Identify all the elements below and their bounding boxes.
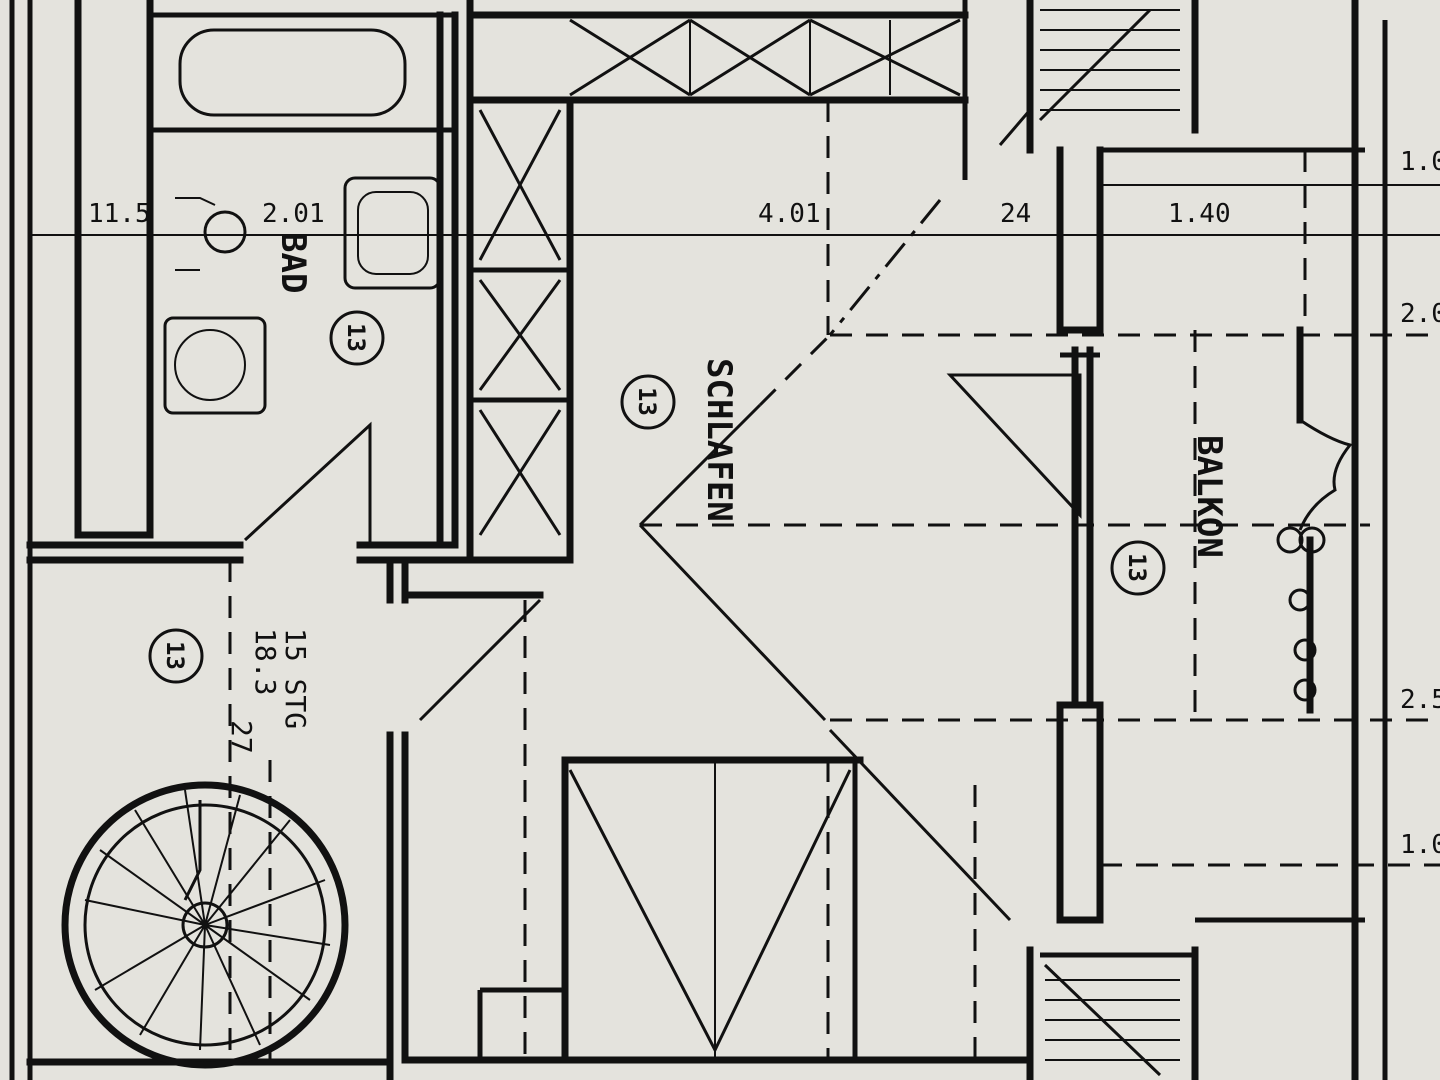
- dim-1-40: 1.40: [1168, 199, 1231, 229]
- dim-edge-4: 1.0: [1400, 830, 1440, 860]
- door-swings: [243, 373, 1082, 922]
- room-labels: BAD SCHLAFEN BALKON 15 STG 18.3 27: [225, 232, 1229, 754]
- walls: [9, 0, 1388, 1080]
- dim-edge-2: 2.0: [1400, 299, 1440, 329]
- dim-2-01: 2.01: [262, 199, 325, 229]
- room-label-balkon: BALKON: [1189, 435, 1229, 558]
- dim-4-01: 4.01: [758, 199, 821, 229]
- window-panes: [478, 18, 961, 1054]
- dim-24: 24: [1000, 199, 1031, 229]
- room-number-treppe: 13: [161, 641, 189, 670]
- stairs-upper-right: [998, 8, 1180, 146]
- dimension-texts: 11.5 2.01 4.01 24 1.40 1.0 2.0 2.5 1.0: [88, 147, 1440, 860]
- stair-riser-note: 18.3: [249, 628, 282, 695]
- dim-edge-1: 1.0: [1400, 147, 1440, 177]
- dim-edge-3: 2.5: [1400, 685, 1440, 715]
- room-label-schlafen: SCHLAFEN: [699, 358, 739, 522]
- bathroom-fixtures: [163, 28, 442, 415]
- room-label-bad: BAD: [273, 232, 313, 293]
- spiral-stair: [61, 781, 349, 1069]
- room-number-badges: 13 13 13 13: [148, 310, 1166, 684]
- stairs-lower-right: [1043, 963, 1180, 1077]
- room-number-bad: 13: [342, 323, 370, 352]
- dimension-lines: [30, 100, 1440, 1062]
- stair-tread-note: 27: [225, 720, 258, 754]
- dim-11-5: 11.5: [88, 199, 151, 229]
- room-number-balkon: 13: [1123, 553, 1151, 582]
- room-number-schlafen: 13: [633, 387, 661, 416]
- balcony-plants: [1276, 418, 1353, 702]
- room-label-treppe: 15 STG: [279, 628, 312, 729]
